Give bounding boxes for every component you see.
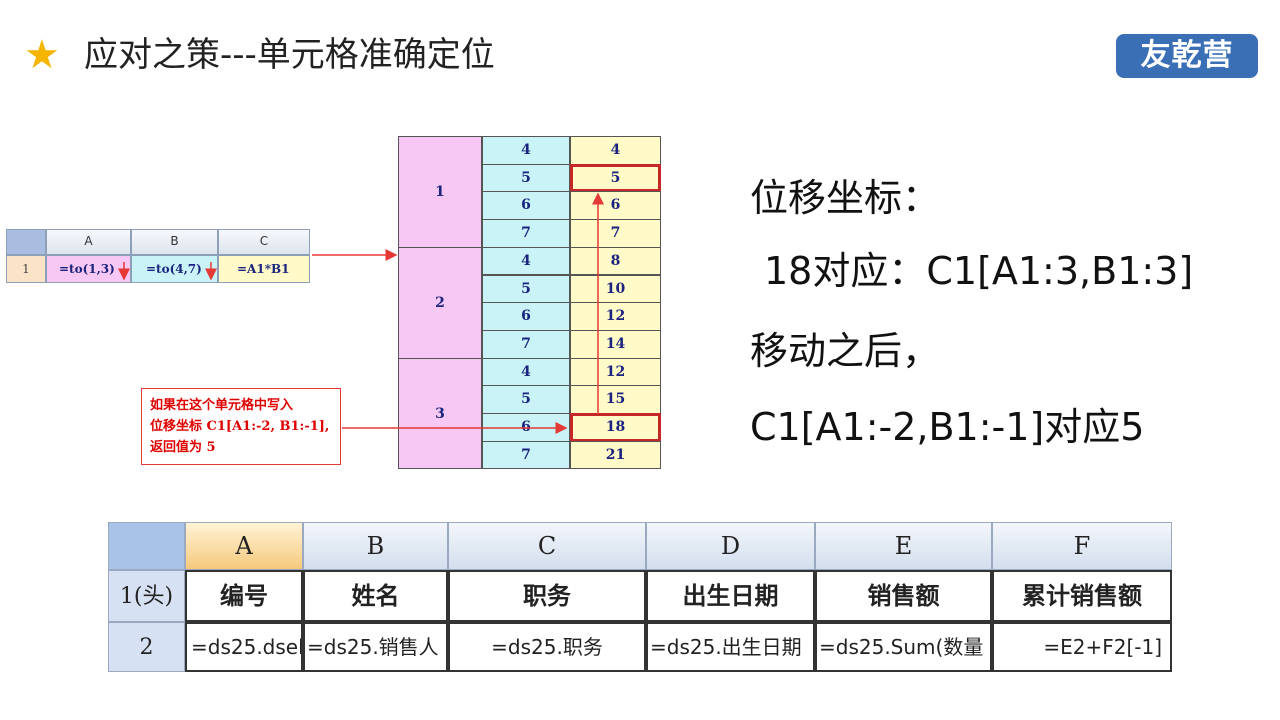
target-cell-5[interactable]: 5 bbox=[570, 163, 661, 193]
column-header-f[interactable]: F bbox=[992, 522, 1172, 570]
small-sheet-cell-b1[interactable]: =to(4,7) bbox=[131, 255, 218, 283]
header-cell[interactable]: 出生日期 bbox=[646, 570, 815, 622]
formula-cell[interactable]: =E2+F2[-1] bbox=[992, 622, 1172, 672]
c-value-cell[interactable]: 10 bbox=[570, 274, 661, 304]
b-value-cell[interactable]: 7 bbox=[482, 440, 570, 470]
group-cell[interactable]: 1 bbox=[398, 136, 482, 248]
b-value-cell[interactable]: 5 bbox=[482, 163, 570, 193]
b-value-cell[interactable]: 6 bbox=[482, 302, 570, 331]
star-icon: ★ bbox=[24, 32, 60, 78]
page-title: 应对之策---单元格准确定位 bbox=[84, 35, 495, 75]
note-line-3: 返回值为 5 bbox=[150, 440, 216, 455]
formula-cell[interactable]: =ds25.dsel bbox=[185, 622, 303, 672]
header-cell[interactable]: 职务 bbox=[448, 570, 646, 622]
b-value-cell[interactable]: 6 bbox=[482, 191, 570, 221]
small-sheet-row-1[interactable]: 1 bbox=[6, 255, 46, 283]
c-value-cell[interactable]: 8 bbox=[570, 246, 661, 276]
column-header-a[interactable]: A bbox=[185, 522, 303, 570]
header-cell[interactable]: 编号 bbox=[185, 570, 303, 622]
b-value-cell[interactable]: 7 bbox=[482, 329, 570, 359]
row-header-1[interactable]: 1(头) bbox=[108, 570, 185, 622]
c-value-cell[interactable]: 6 bbox=[570, 191, 661, 221]
group-cell[interactable]: 2 bbox=[398, 246, 482, 359]
b-value-cell[interactable]: 4 bbox=[482, 246, 570, 276]
small-sheet-corner bbox=[6, 229, 46, 255]
explanation-line-3: 移动之后， bbox=[750, 329, 941, 373]
column-header-b[interactable]: B bbox=[303, 522, 448, 570]
header-cell[interactable]: 销售额 bbox=[815, 570, 992, 622]
formula-cell[interactable]: =ds25.Sum(数量 bbox=[815, 622, 992, 672]
column-header-e[interactable]: E bbox=[815, 522, 992, 570]
column-header-d[interactable]: D bbox=[646, 522, 815, 570]
c-value-cell[interactable]: 12 bbox=[570, 302, 661, 331]
b-value-cell[interactable]: 5 bbox=[482, 385, 570, 414]
brand-logo: 友乾营 bbox=[1116, 34, 1258, 78]
sheet-corner[interactable] bbox=[108, 522, 185, 570]
header-cell[interactable]: 累计销售额 bbox=[992, 570, 1172, 622]
small-sheet-col-a[interactable]: A bbox=[46, 229, 131, 255]
small-sheet-col-c[interactable]: C bbox=[218, 229, 310, 255]
small-sheet-col-b[interactable]: B bbox=[131, 229, 218, 255]
explanation-line-4: C1[A1:-2,B1:-1]对应5 bbox=[750, 405, 1145, 449]
annotation-note: 如果在这个单元格中写入 位移坐标 C1[A1:-2, B1:-1], 返回值为 … bbox=[141, 388, 341, 465]
small-sheet-cell-a1[interactable]: =to(1,3) bbox=[46, 255, 131, 283]
note-line-2: 位移坐标 C1[A1:-2, B1:-1], bbox=[150, 419, 330, 434]
b-value-cell[interactable]: 4 bbox=[482, 136, 570, 165]
explanation-line-1: 位移坐标： bbox=[750, 176, 941, 220]
small-sheet-cell-c1[interactable]: =A1*B1 bbox=[218, 255, 310, 283]
header-cell[interactable]: 姓名 bbox=[303, 570, 448, 622]
formula-cell[interactable]: =ds25.出生日期 bbox=[646, 622, 815, 672]
row-header-2[interactable]: 2 bbox=[108, 622, 185, 672]
explanation-line-2: 18对应：C1[A1:3,B1:3] bbox=[764, 249, 1194, 293]
column-header-c[interactable]: C bbox=[448, 522, 646, 570]
note-line-1: 如果在这个单元格中写入 bbox=[150, 398, 294, 413]
source-cell-18[interactable]: 18 bbox=[570, 413, 661, 442]
b-value-cell[interactable]: 5 bbox=[482, 274, 570, 304]
c-value-cell[interactable]: 21 bbox=[570, 440, 661, 470]
formula-cell[interactable]: =ds25.职务 bbox=[448, 622, 646, 672]
formula-cell[interactable]: =ds25.销售人 bbox=[303, 622, 448, 672]
b-value-cell[interactable]: 7 bbox=[482, 219, 570, 248]
group-cell[interactable]: 3 bbox=[398, 357, 482, 470]
